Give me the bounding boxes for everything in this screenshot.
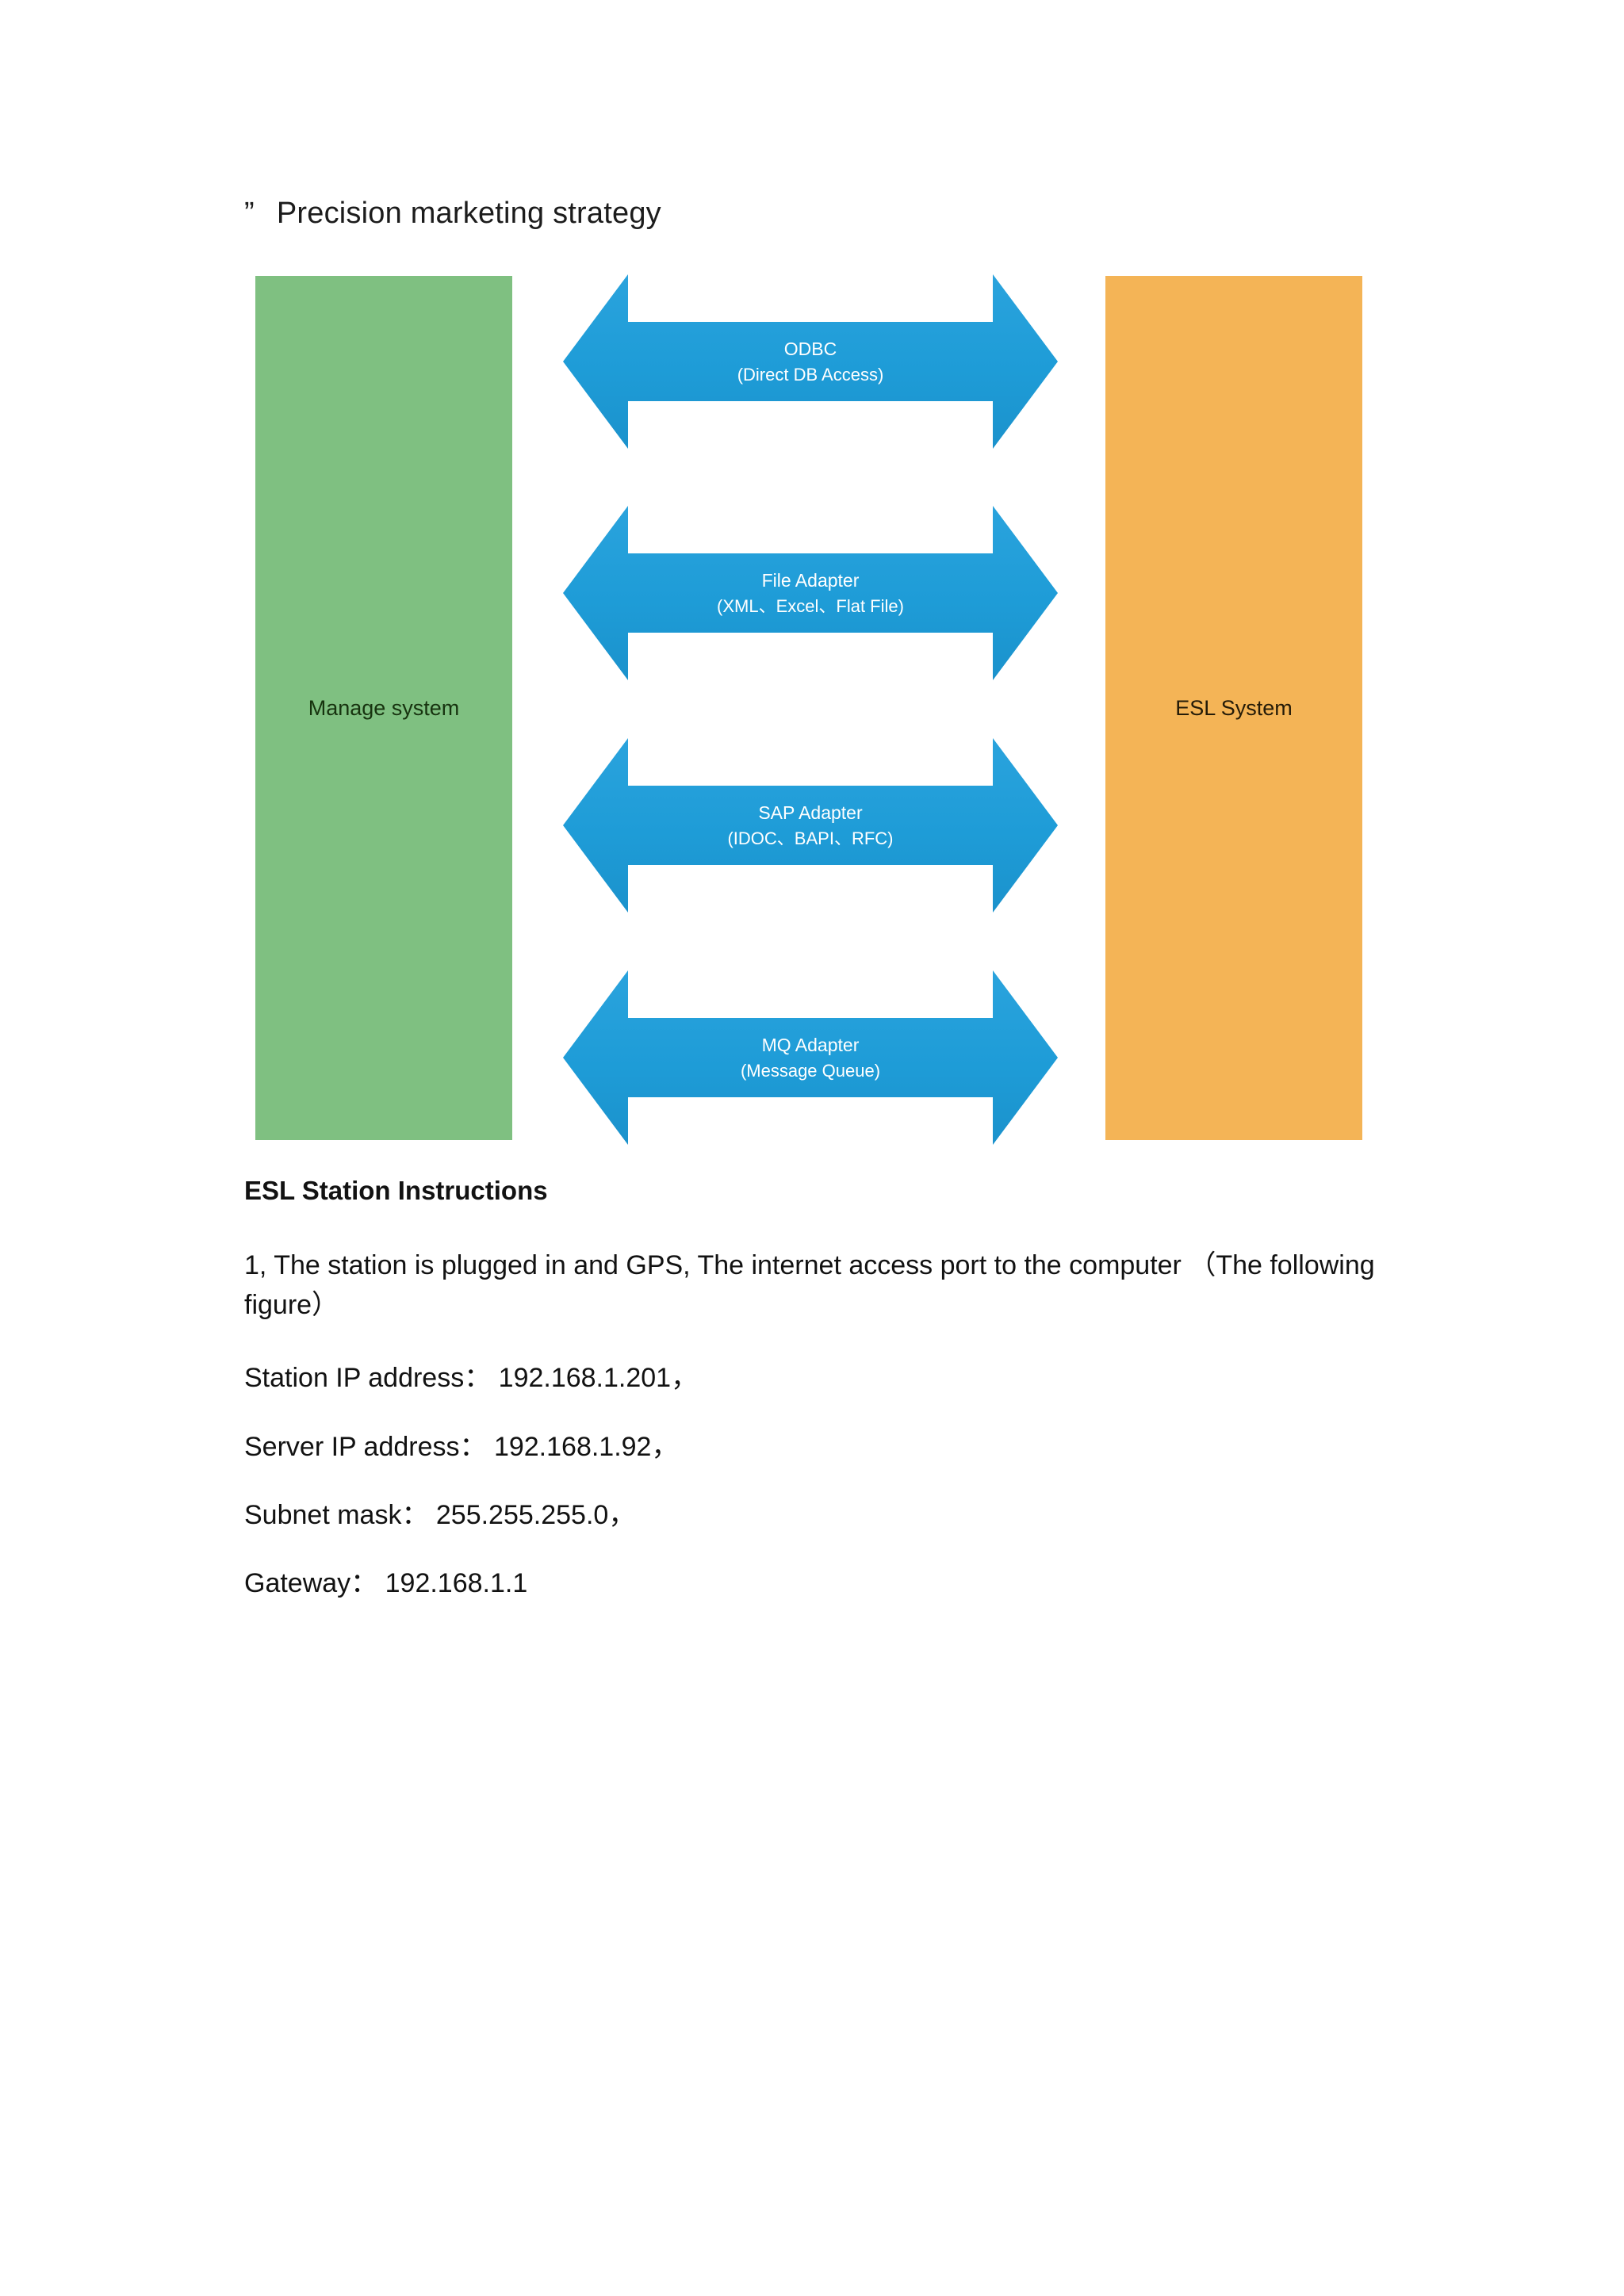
arrow-sap-adapter: SAP Adapter (IDOC、BAPI、RFC): [563, 733, 1058, 917]
section-title: ESL Station Instructions: [244, 1176, 548, 1205]
adapter-arrow-stack: ODBC (Direct DB Access) F: [563, 270, 1058, 1146]
double-headed-arrow-shape: [563, 274, 1058, 449]
page-heading: ” Precision marketing strategy: [244, 197, 1394, 231]
arrow-file-adapter: File Adapter (XML、Excel、Flat File): [563, 501, 1058, 685]
double-headed-arrow-shape: [563, 738, 1058, 913]
page-heading-text: Precision marketing strategy: [276, 197, 661, 230]
integration-diagram: Manage system ESL System: [255, 274, 1362, 1146]
esl-system-box: ESL System: [1105, 276, 1362, 1140]
esl-system-label: ESL System: [1175, 695, 1293, 720]
double-headed-arrow-shape: [563, 506, 1058, 680]
arrow-mq-adapter: MQ Adapter (Message Queue): [563, 966, 1058, 1150]
station-ip-line: Station IP address： 192.168.1.201，: [244, 1363, 699, 1394]
manage-system-box: Manage system: [255, 276, 512, 1140]
document-body: ESL Station Instructions 1, The station …: [244, 1172, 1402, 1632]
server-ip-line: Server IP address： 192.168.1.92，: [244, 1431, 679, 1462]
quote-bullet-icon: ”: [244, 197, 255, 230]
instruction-step-1: 1, The station is plugged in and GPS, Th…: [244, 1249, 1375, 1321]
gateway-line: Gateway： 192.168.1.1: [244, 1568, 528, 1599]
arrow-odbc: ODBC (Direct DB Access): [563, 270, 1058, 453]
double-headed-arrow-shape: [563, 970, 1058, 1145]
manage-system-label: Manage system: [308, 695, 460, 720]
subnet-mask-line: Subnet mask： 255.255.255.0，: [244, 1500, 636, 1531]
